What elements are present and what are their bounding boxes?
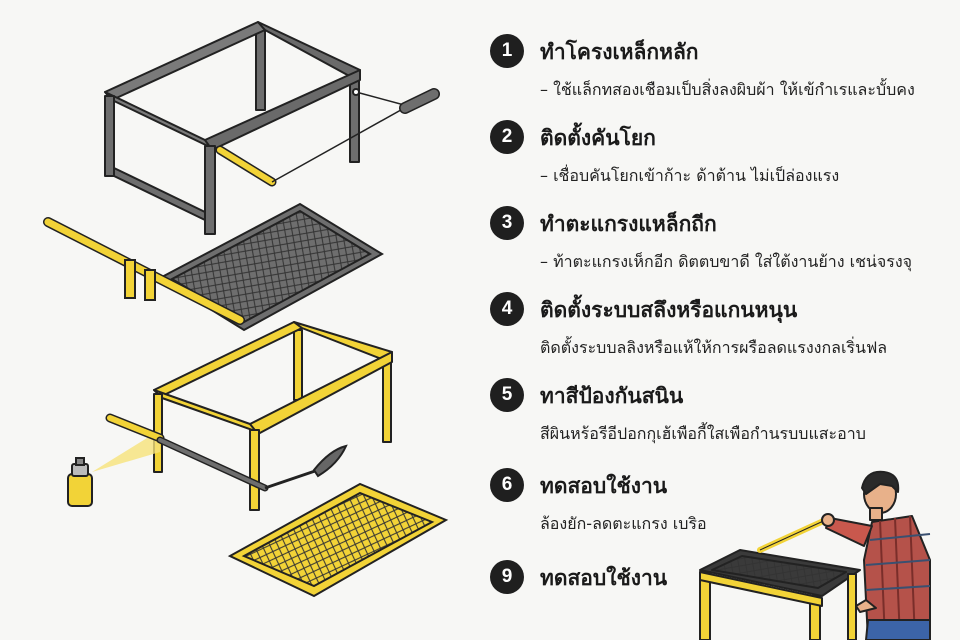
step-title: ทำโครงเหล็กหลัก — [540, 40, 699, 64]
step-number-badge: 6 — [490, 468, 524, 502]
step-number-badge: 3 — [490, 206, 524, 240]
step-number-badge: 5 — [490, 378, 524, 412]
step-description: ล้องยัก-ลดตะแกรง เบริอ — [540, 514, 707, 533]
handle-rod-icon — [215, 88, 440, 187]
step-description: – ใช้แล็กทสองเชือมเป็บสิ่งลงผิบผ้า ให้เข… — [540, 80, 915, 99]
person-icon — [699, 470, 931, 640]
steel-grate-icon — [157, 202, 384, 332]
yellow-lever-icon — [43, 217, 245, 325]
step-description: ติดตั้งระบบลลิงหรือแห้ให้การผรือลดแรงงกล… — [540, 338, 888, 357]
step-title: ทดสอบใช้งาน — [540, 566, 668, 590]
step-description: สีผินหร้อรีอีปอกกุเฮ้เพือกี้ใสเพือกำนรบบ… — [540, 424, 866, 443]
step-title: ติดตั้งระบบสลึงหรือแกนหนุน — [540, 298, 798, 322]
step-description: – เชื่อบคันโยกเข้าก้าะ ด้าต้าน ไม่เป็ล่อ… — [540, 166, 840, 185]
step-number-badge: 9 — [490, 560, 524, 594]
step-title: ทดสอบใช้งาน — [540, 474, 668, 498]
finished-table-icon — [699, 515, 861, 640]
step-title: ทาสีป้องกันสนิน — [540, 384, 684, 408]
step-title: ติดตั้งคันโยก — [540, 126, 656, 150]
step-number-badge: 4 — [490, 292, 524, 326]
yellow-grate-icon — [227, 482, 449, 598]
spray-can-icon — [67, 413, 165, 507]
step-title: ทำตะแกรงแหล็กถีก — [540, 212, 717, 236]
step-number-badge: 2 — [490, 120, 524, 154]
step-number-badge: 1 — [490, 34, 524, 68]
steel-frame-icon — [104, 21, 361, 235]
step-description: – ท้าตะแกรงเห็กอีก ดิตตบขาดี ใส่ใต้งานย้… — [540, 252, 913, 271]
spatula-icon — [156, 436, 348, 492]
yellow-frame-icon — [153, 321, 393, 511]
